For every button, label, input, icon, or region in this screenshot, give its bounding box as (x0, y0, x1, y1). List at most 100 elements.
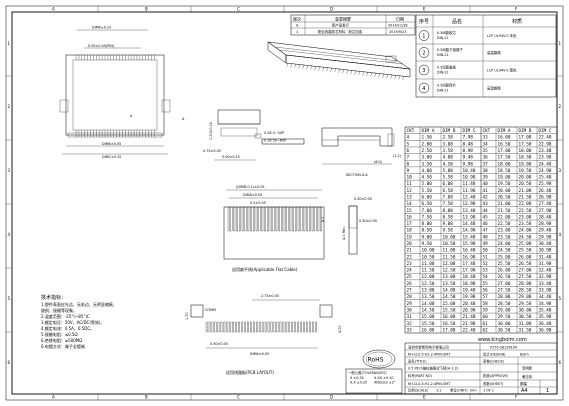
pcb-pad (285, 321, 288, 333)
parts-header-name: 品名 (452, 18, 462, 25)
dim-c-label: DIMC±0.15 (102, 155, 121, 159)
fpc-lead (230, 206, 233, 232)
dim-cell: 14 (407, 201, 413, 207)
part-name: 0.5间距胶芯 (437, 30, 457, 35)
pcb-pad (255, 321, 258, 333)
dim-cell: 4.00 (422, 168, 433, 174)
pcb-pad (253, 321, 255, 333)
tolerance-box: 一般公差(TOLERANCES) X ±0.30 X.X ±0.20 X.XX … (345, 368, 403, 394)
dim-cell: 4.08 (443, 155, 454, 161)
part-sub: DIN-21 (437, 89, 449, 93)
border-number: 1 (559, 41, 562, 46)
dim-cell: 7.08 (443, 194, 454, 200)
dim-cell: 48 (483, 234, 489, 240)
part-material: LCP UL94V-0 本色 (487, 33, 517, 38)
dim-cell: 11.50 (422, 268, 435, 274)
dim-cell: 29.48 (539, 228, 552, 234)
dim-cell: 59 (483, 307, 489, 313)
pcb-pad (238, 321, 240, 333)
dim-cell: 50 (483, 248, 489, 254)
dim-cell: 26.00 (498, 268, 511, 274)
dim-cell: 24.58 (519, 234, 532, 240)
dim-cell: 10 (407, 175, 413, 181)
dim-cell: 38 (483, 168, 489, 174)
dim-cell: 16.48 (463, 248, 476, 254)
dim-b-label: DIMB±0.05 (102, 142, 121, 146)
dim-cell: 11 (407, 181, 413, 187)
dim-cell: 32.48 (539, 268, 552, 274)
dim-cell: 44 (483, 208, 489, 214)
dim-cell: 24.50 (498, 248, 511, 254)
border-letters-top: A B C D E F (52, 7, 518, 12)
dim-cell: 4 (407, 135, 410, 141)
dim-cell: 19 (407, 234, 413, 240)
dim-cell: 9.48 (463, 155, 474, 161)
fpc-lead (269, 206, 272, 232)
dim-cell: 10.58 (443, 241, 456, 247)
dim-cell: 51 (483, 254, 489, 260)
dim-cell: 25 (407, 274, 413, 280)
dim-cell: 5 (407, 141, 410, 147)
dim-cell: 36 (483, 155, 489, 161)
dim-cell: 6.00 (422, 194, 433, 200)
dim-cell: 24.00 (498, 241, 511, 247)
dim-header: DIM B (519, 128, 532, 134)
dim-cell: 8.48 (463, 141, 474, 147)
rev-cell: A (296, 24, 299, 28)
part-name: 0.5间距下接镀子 (437, 47, 463, 52)
dim-cell: 30.00 (498, 321, 511, 327)
fpc-lead (317, 206, 320, 232)
dim-cell: 34 (483, 141, 489, 147)
dim-cell: 3.58 (443, 148, 454, 154)
fpc-lead (292, 206, 294, 232)
iso-pin (310, 65, 313, 70)
border-ticks (6, 6, 563, 400)
dim-cell: 21 (407, 248, 413, 254)
rev-header-version: 版次 (293, 16, 301, 22)
title-block: 深圳市金帮利电子有限公司 0755-28199100 KH-CL0.5-H1.2… (404, 342, 558, 395)
dim-cell: 24 (407, 268, 413, 274)
dim-cell: 33.48 (539, 281, 552, 287)
dim-cell: 8.98 (463, 148, 474, 154)
dim-cell: 28.50 (498, 301, 511, 307)
dim-cell: 27.00 (498, 281, 511, 287)
pcb-pad (205, 321, 208, 333)
pcb-pad (270, 321, 273, 333)
iso-pin (402, 75, 405, 81)
dim-cell: 17.58 (519, 141, 532, 147)
dim-cell: 10.48 (463, 168, 476, 174)
fpc-lead (311, 206, 314, 232)
dim-cell: 23.98 (539, 155, 552, 161)
approve-label: 批准(APPROVE) (483, 373, 509, 378)
dim-cell: 16.50 (498, 141, 511, 147)
dim-cell: 26.98 (539, 194, 552, 200)
dim-cell: 17 (407, 221, 413, 227)
w-label: 0.75±0.05 (203, 149, 221, 153)
parts-header-material: 材质 (512, 18, 522, 25)
dim-cell: 9 (407, 168, 410, 174)
dim-cell: 7.98 (463, 135, 474, 141)
dim-cell: 14.98 (463, 228, 476, 234)
pcb-dima: DIMA±0.05 (250, 352, 269, 356)
dim-cell: 21.58 (519, 194, 532, 200)
dim-cell: 5.08 (443, 168, 454, 174)
dim-header: DIM A (498, 128, 511, 134)
pcb-pad (250, 321, 252, 333)
dim-cell: 23.00 (498, 228, 511, 234)
dim-cell: 15.98 (463, 241, 476, 247)
dim-cell: 18.98 (463, 281, 476, 287)
pcb-pad (306, 321, 308, 333)
dim-cell: 23.48 (539, 148, 552, 154)
pcb-pad (273, 321, 276, 333)
part-no: 4 (422, 86, 425, 92)
check-val: 李明新 (522, 366, 533, 371)
dim-cell: 17.50 (498, 155, 511, 161)
dim-cell: 36.48 (539, 321, 552, 327)
dim-cell: 22.08 (519, 201, 532, 207)
dim-cell: 28.58 (519, 288, 532, 294)
iso-pin (350, 70, 353, 75)
dim-cell: 54 (483, 274, 489, 280)
dim-cell: 13.50 (422, 294, 435, 300)
fpc-lead (227, 206, 230, 232)
fpc-len: 4.0 Min. (342, 226, 346, 240)
